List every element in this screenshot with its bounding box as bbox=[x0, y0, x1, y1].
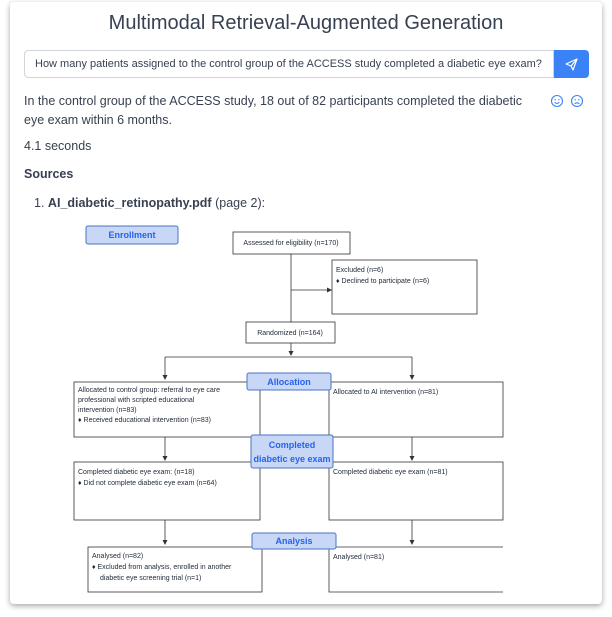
excluded-box bbox=[331, 259, 478, 315]
excluded-reason: ♦ Declined to participate (n=6) bbox=[336, 278, 429, 285]
smile-icon[interactable] bbox=[550, 94, 564, 108]
completed-label-line1: Completed bbox=[269, 440, 316, 450]
control-alloc-line4: ♦ Received educational intervention (n=8… bbox=[78, 417, 211, 424]
response-time: 4.1 seconds bbox=[24, 139, 92, 153]
source-number: 1. bbox=[34, 196, 45, 210]
frown-icon[interactable] bbox=[570, 94, 584, 108]
send-button[interactable] bbox=[554, 50, 589, 78]
randomized-text: Randomized (n=164) bbox=[257, 330, 323, 337]
control-analysed-line3: diabetic eye screening trial (n=1) bbox=[100, 575, 201, 582]
answer-text: In the control group of the ACCESS study… bbox=[24, 94, 522, 127]
control-completed-box bbox=[73, 461, 261, 521]
consort-flow-diagram: Enrollment Assessed for eligibility (n=1… bbox=[73, 225, 504, 593]
enrollment-label-box bbox=[85, 225, 179, 245]
analysis-label-box bbox=[251, 532, 337, 550]
control-alloc-line1: Allocated to control group: referral to … bbox=[78, 387, 220, 394]
completed-label-line2: diabetic eye exam bbox=[253, 454, 330, 464]
analysis-label: Analysis bbox=[275, 536, 312, 546]
ai-complete-text: Completed diabetic eye exam (n=81) bbox=[333, 469, 448, 476]
assessed-text: Assessed for eligibility (n=170) bbox=[243, 240, 338, 247]
completed-label-box bbox=[250, 434, 334, 469]
allocation-label: Allocation bbox=[267, 377, 311, 387]
control-complete-line2: ♦ Did not complete diabetic eye exam (n=… bbox=[78, 480, 217, 487]
ai-analysed-text: Analysed (n=81) bbox=[333, 554, 384, 561]
sources-heading: Sources bbox=[24, 167, 74, 181]
control-complete-line1: Completed diabetic eye exam: (n=18) bbox=[78, 469, 195, 476]
excluded-text: Excluded (n=6) bbox=[336, 267, 383, 274]
source-file-link[interactable]: AI_diabetic_retinopathy.pdf bbox=[47, 196, 212, 210]
control-alloc-line2: professional with scripted educational bbox=[78, 397, 195, 404]
ai-allocation-box bbox=[328, 381, 504, 438]
assessed-box bbox=[232, 231, 351, 255]
control-analysed-line1: Analysed (n=82) bbox=[92, 553, 143, 560]
allocation-label-box bbox=[246, 372, 332, 391]
control-analysed-line2: ♦ Excluded from analysis, enrolled in an… bbox=[92, 564, 232, 571]
query-input[interactable] bbox=[35, 51, 545, 77]
randomized-box bbox=[245, 321, 336, 344]
page-title: Multimodal Retrieval-Augmented Generatio… bbox=[108, 12, 504, 34]
enrollment-label: Enrollment bbox=[108, 230, 155, 240]
control-allocation-box bbox=[73, 381, 261, 438]
control-alloc-line3: intervention (n=83) bbox=[78, 407, 137, 414]
control-analysed-box bbox=[87, 546, 263, 593]
ai-alloc-text: Allocated to AI intervention (n=81) bbox=[333, 389, 438, 396]
search-box[interactable] bbox=[24, 50, 554, 78]
ai-analysed-box bbox=[328, 546, 503, 593]
ai-completed-box bbox=[328, 461, 504, 521]
source-item: 1. AI_diabetic_retinopathy.pdf (page 2): bbox=[34, 196, 265, 210]
paper-plane-icon bbox=[565, 58, 578, 71]
rag-panel: Multimodal Retrieval-Augmented Generatio… bbox=[10, 2, 602, 604]
source-page: (page 2): bbox=[215, 196, 266, 210]
